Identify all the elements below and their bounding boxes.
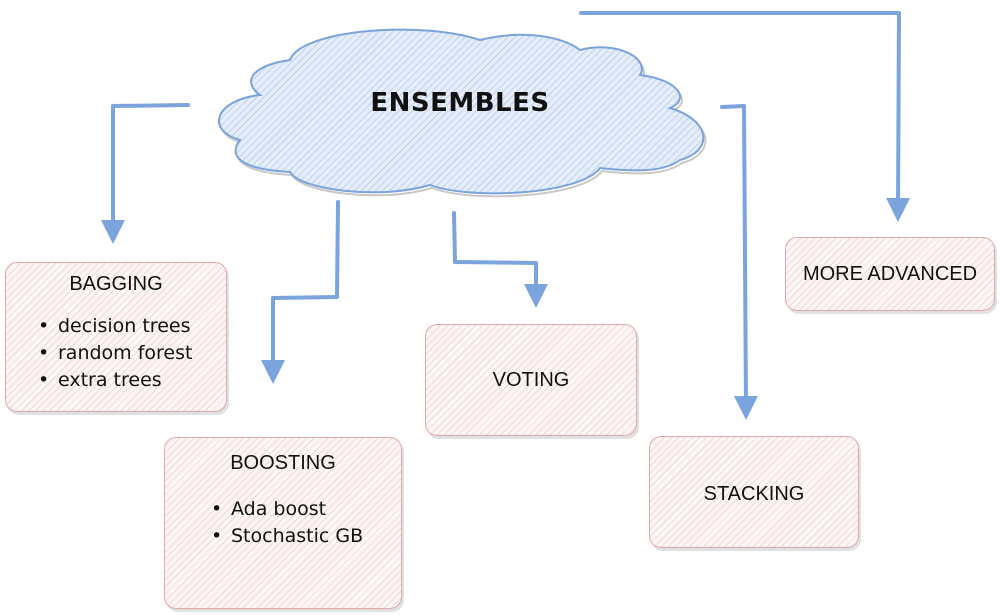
bagging-list: •decision trees •random forest •extra tr… (36, 313, 192, 394)
more-advanced-title: MORE ADVANCED (802, 263, 978, 285)
arrow-to-boosting (261, 200, 340, 384)
stacking-title: STACKING (703, 483, 805, 505)
node-voting: VOTING (425, 324, 637, 436)
node-boosting: BOOSTING •Ada boost •Stochastic GB (164, 437, 402, 609)
voting-title: VOTING (492, 369, 570, 391)
list-item: •Stochastic GB (209, 523, 363, 550)
arrow-to-stacking (720, 104, 758, 420)
arrow-to-voting (452, 211, 548, 308)
node-bagging: BAGGING •decision trees •random forest •… (5, 262, 227, 412)
cloud-shape (218, 28, 705, 195)
arrow-to-more-advanced (579, 11, 911, 222)
node-stacking: STACKING (649, 436, 859, 548)
list-item: •extra trees (36, 367, 192, 394)
list-item: •Ada boost (209, 496, 363, 523)
arrow-to-bagging (101, 103, 190, 244)
bagging-title: BAGGING (69, 273, 163, 295)
node-more-advanced: MORE ADVANCED (785, 237, 995, 311)
bullet-icon: • (38, 342, 50, 364)
boosting-list: •Ada boost •Stochastic GB (209, 496, 363, 550)
ensembles-label: ENSEMBLES (370, 88, 550, 118)
bullet-icon: • (211, 498, 223, 520)
boosting-title: BOOSTING (230, 452, 336, 474)
bullet-icon: • (211, 525, 223, 547)
list-item: •decision trees (36, 313, 192, 340)
bullet-icon: • (38, 369, 50, 391)
list-item: •random forest (36, 340, 192, 367)
ensembles-cloud (218, 28, 707, 198)
bullet-icon: • (38, 315, 50, 337)
